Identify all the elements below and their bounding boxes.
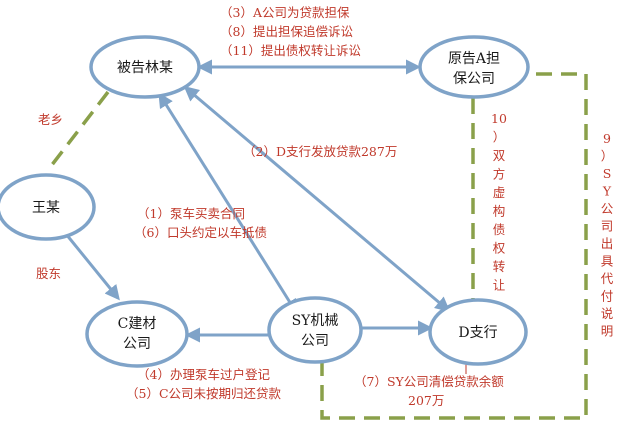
arrow-lin-sy bbox=[158, 92, 298, 315]
sy_a_vertical-char: 出 bbox=[601, 236, 614, 251]
node-wang-label: 王某 bbox=[32, 200, 60, 216]
sy_a_vertical-char: 9 bbox=[603, 131, 611, 146]
a_d_vertical-char: 权 bbox=[493, 241, 506, 256]
sy_a_vertical-char: ） bbox=[601, 149, 614, 164]
a_d_vertical-char: 虚 bbox=[493, 185, 506, 200]
dashed-line-lin-wang bbox=[46, 90, 110, 172]
a_d_vertical-char: ） bbox=[493, 130, 506, 145]
node-defendant-lin: 被告林某 bbox=[89, 35, 201, 99]
dashed-line-sy-a bbox=[320, 72, 588, 420]
sy_a_vertical-char: 代 bbox=[601, 271, 614, 286]
sy_a_vertical-char: 公 bbox=[601, 201, 614, 216]
sy_a_vertical-char: 说 bbox=[601, 306, 614, 321]
edge-label-sy-lin-2: （6）口头约定以车抵债 bbox=[134, 225, 267, 240]
edge-label-d-loan: （2）D支行发放贷款287万 bbox=[243, 144, 397, 159]
edge-label-fellow-villager: 老乡 bbox=[38, 112, 63, 127]
edge-label-a-lin-2: （8）提出担保追偿诉讼 bbox=[220, 24, 353, 39]
edge-label-a-lin-1: （3）A公司为贷款担保 bbox=[220, 5, 350, 20]
a_d_vertical-char: 让 bbox=[493, 278, 506, 293]
node-sy-company-label-2: 公司 bbox=[301, 333, 329, 349]
sy_a_vertical-char: 司 bbox=[601, 219, 614, 234]
sy_a_vertical-char: 具 bbox=[601, 254, 614, 269]
a_d_vertical-char: 方 bbox=[493, 167, 506, 182]
node-c-company-label-2: 公司 bbox=[123, 336, 151, 352]
sy_a_vertical-char: 明 bbox=[601, 324, 614, 339]
node-d-bank-label: D支行 bbox=[458, 325, 497, 341]
edge-label-sy-lin-1: （1）泵车买卖合同 bbox=[137, 206, 245, 221]
node-c-company-label-1: C建材 bbox=[118, 316, 157, 332]
sy_a_vertical-char: S bbox=[603, 166, 612, 181]
arrow-wang-c bbox=[64, 233, 120, 301]
node-d-bank: D支行 bbox=[428, 298, 528, 366]
edge-label-sy-d-2: 207万 bbox=[408, 393, 444, 408]
a_d_vertical-char: 构 bbox=[493, 204, 506, 219]
a_d_vertical-char: 双 bbox=[493, 148, 506, 163]
arrow-lin-d bbox=[183, 86, 451, 312]
node-plaintiff-a-label-2: 保公司 bbox=[453, 71, 495, 87]
node-plaintiff-a: 原告A担 保公司 bbox=[418, 35, 530, 99]
node-wang: 王某 bbox=[0, 173, 96, 241]
edge-label-sy-c-2: （5）C公司未按期归还贷款 bbox=[126, 386, 282, 401]
edge-label-a-lin-3: （11）提出债权转让诉讼 bbox=[220, 43, 361, 58]
a_d_vertical-char: 转 bbox=[493, 259, 506, 274]
edge-label-shareholder: 股东 bbox=[36, 266, 61, 281]
a_d_vertical-char: 10 bbox=[491, 111, 507, 126]
node-c-company: C建材 公司 bbox=[85, 300, 189, 368]
node-plaintiff-a-label-1: 原告A担 bbox=[448, 51, 500, 67]
edge-label-sy-d-1: （7）SY公司清偿贷款余额 bbox=[354, 374, 504, 389]
node-defendant-lin-label: 被告林某 bbox=[117, 60, 173, 76]
sy_a_vertical-char: Y bbox=[602, 184, 612, 199]
node-sy-company-label-1: SY机械 bbox=[292, 313, 339, 329]
node-sy-company: SY机械 公司 bbox=[267, 296, 363, 364]
a_d_vertical-char: 债 bbox=[493, 222, 506, 237]
sy_a_vertical-char: 付 bbox=[601, 289, 614, 304]
edge-label-sy-c-1: （4）办理泵车过户登记 bbox=[137, 367, 270, 382]
